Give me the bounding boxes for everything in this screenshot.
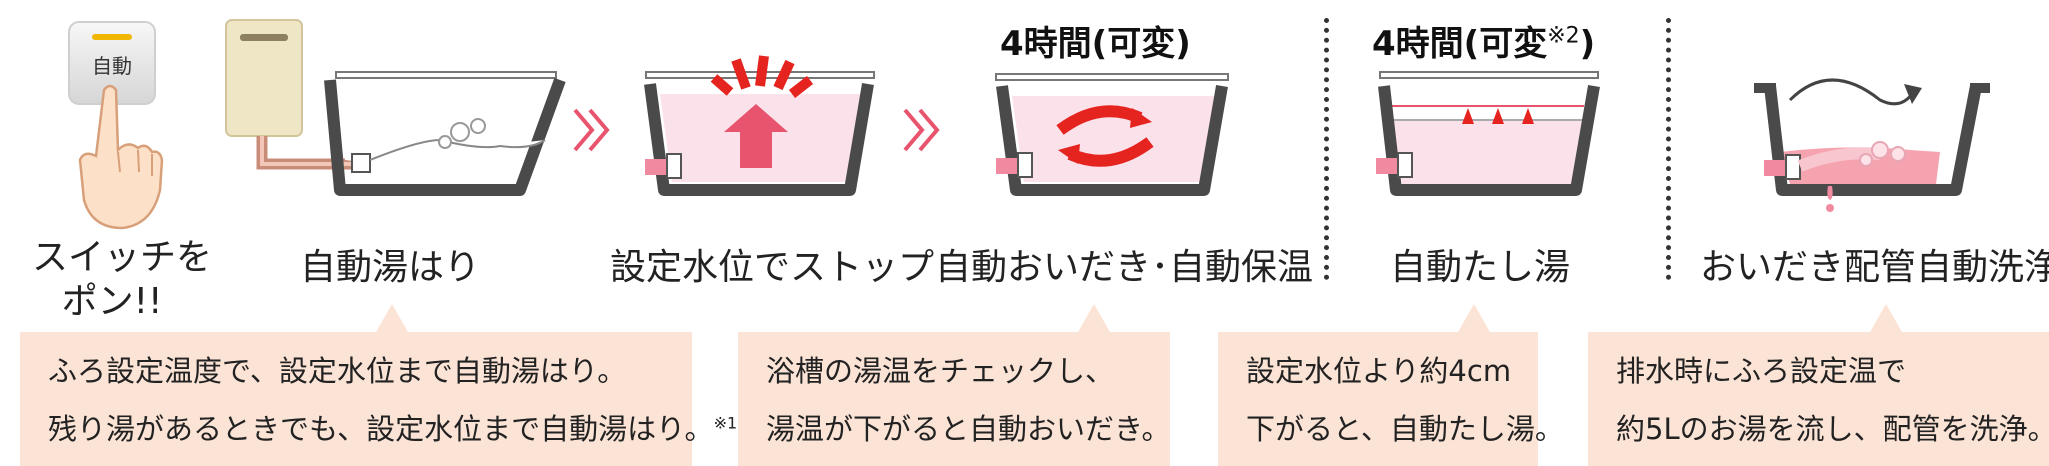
switch-button-label: 自動 bbox=[92, 54, 132, 78]
note-line: 排水時にふろ設定温で bbox=[1616, 354, 1907, 388]
footnote-mark: ※1 bbox=[713, 413, 738, 433]
step-label-top-up: 自動たし湯 bbox=[1389, 247, 1570, 288]
note-box-reheat: 浴槽の湯温をチェックし、 湯温が下がると自動おいだき。 bbox=[738, 304, 1171, 466]
time-label-text: 4時間(可変 bbox=[1372, 24, 1548, 64]
step-label-auto-fill: 自動湯はり bbox=[299, 247, 480, 288]
step-label-pipe-clean: おいだき配管自動洗浄 bbox=[1700, 247, 2049, 288]
note-box-pipe-clean: 排水時にふろ設定温で 約5Lのお湯を流し、配管を洗浄。 bbox=[1588, 304, 2049, 466]
switch-caption-line2: ポン!! bbox=[61, 281, 163, 322]
time-label-close: ) bbox=[1579, 24, 1596, 64]
step-label-stop: 設定水位でストップ bbox=[610, 247, 935, 288]
switch-caption-line1: スイッチを bbox=[32, 237, 213, 278]
bathtub-reheat-icon bbox=[995, 73, 1229, 196]
bathtub-filling-icon bbox=[324, 71, 566, 196]
note-line: 下がると、自動たし湯。 bbox=[1246, 412, 1564, 446]
time-label-top-up: 4時間(可変※2) bbox=[1372, 16, 1595, 65]
chevron-right-icon bbox=[573, 108, 610, 152]
step-label-reheat: 自動おいだき･自動保温 bbox=[935, 247, 1314, 288]
divider bbox=[1666, 18, 1671, 280]
note-line: 残り湯があるときでも、設定水位まで自動湯はり。※1 bbox=[48, 406, 737, 448]
note-line: ふろ設定温度で、設定水位まで自動湯はり。 bbox=[48, 354, 627, 388]
time-label-reheat: 4時間(可変) bbox=[1000, 24, 1191, 64]
time-label-note: ※2 bbox=[1547, 23, 1580, 49]
chevron-right-icon bbox=[903, 108, 940, 152]
note-line: 湯温が下がると自動おいだき。 bbox=[766, 412, 1171, 446]
bathtub-stop-icon bbox=[644, 55, 875, 196]
divider bbox=[1324, 18, 1329, 280]
note-line: 浴槽の湯温をチェックし、 bbox=[766, 354, 1115, 388]
note-line-text: 残り湯があるときでも、設定水位まで自動湯はり。 bbox=[48, 412, 714, 446]
note-box-top-up: 設定水位より約4cm 下がると、自動たし湯。 bbox=[1218, 304, 1564, 466]
note-line: 設定水位より約4cm bbox=[1246, 354, 1512, 388]
note-box-auto-fill: ふろ設定温度で、設定水位まで自動湯はり。 残り湯があるときでも、設定水位まで自動… bbox=[20, 304, 737, 466]
note-line: 約5Lのお湯を流し、配管を洗浄。 bbox=[1616, 412, 2049, 446]
switch-button-icon bbox=[68, 21, 156, 105]
bathtub-top-up-icon bbox=[1376, 71, 1600, 196]
pointing-hand-icon bbox=[78, 84, 164, 230]
water-heater-icon bbox=[225, 19, 356, 170]
bathtub-pipe-cleaning-icon bbox=[1754, 78, 1990, 212]
